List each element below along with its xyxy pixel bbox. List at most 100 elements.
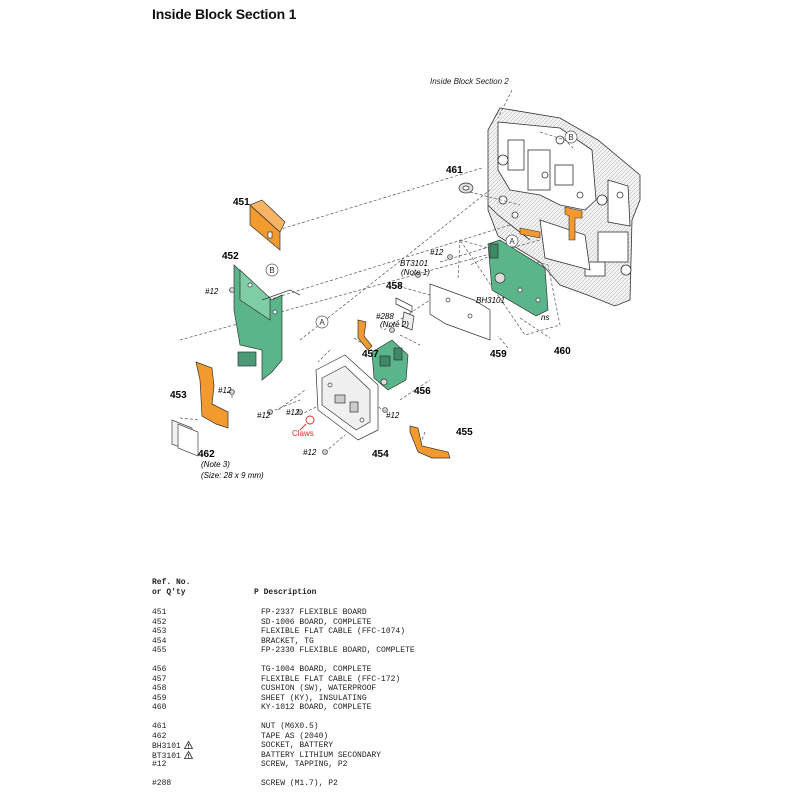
label-455: 455	[456, 427, 473, 438]
parts-row: 457 FLEXIBLE FLAT CABLE (FFC-172)	[152, 675, 552, 685]
marker-a-1	[315, 315, 329, 329]
label-451: 451	[233, 197, 250, 208]
label-456: 456	[414, 386, 431, 397]
label-460: 460	[554, 346, 571, 357]
ky-board-460	[487, 239, 549, 317]
screw288-label: #288	[376, 312, 394, 321]
screw12-label-e: #12	[386, 411, 400, 420]
screw12-label-c: #12	[257, 411, 271, 420]
part-desc: CUSHION (SW), WATERPROOF	[261, 684, 377, 693]
claws-marker	[299, 415, 315, 431]
claws-label: Claws	[292, 429, 314, 438]
part-desc: TAPE AS (2040)	[261, 731, 329, 741]
parts-row: BT3101 BATTERY LITHIUM SECONDARY	[152, 750, 552, 762]
part-ref: 461	[152, 722, 167, 731]
part-ref: 460	[152, 703, 167, 712]
page-title: Inside Block Section 1	[152, 6, 297, 22]
part-desc: SCREW, TAPPING, P2	[261, 760, 348, 769]
part-ref: BT3101	[152, 751, 181, 761]
part-ref: 462	[152, 731, 167, 741]
label-462: 462	[198, 449, 215, 460]
parts-header-ref-line1: Ref. No.	[152, 578, 191, 587]
screw12-label-g: #12	[430, 248, 444, 257]
part-ref: BH3101	[152, 742, 181, 751]
label-453: 453	[170, 390, 187, 401]
warning-icon	[183, 741, 193, 749]
nut-461	[458, 182, 474, 194]
part-desc: NUT (M6X0.5)	[261, 722, 319, 731]
parts-row: 461 NUT (M6X0.5)	[152, 722, 552, 732]
insulating-sheet-459	[429, 283, 491, 341]
flexible-board-451	[249, 199, 286, 251]
label-454: 454	[372, 449, 389, 460]
part-ref: 453	[152, 627, 167, 636]
flat-cable-457	[357, 319, 373, 351]
part-desc: SOCKET, BATTERY	[261, 741, 334, 750]
flat-cable-453	[195, 361, 229, 429]
part-ref: 459	[152, 693, 167, 703]
parts-header-desc: P Description	[254, 588, 317, 597]
part-ref: 454	[152, 636, 167, 646]
label-459: 459	[490, 349, 507, 360]
note3-label: (Note 3)	[201, 460, 230, 469]
size-label: (Size: 28 x 9 mm)	[201, 471, 264, 480]
part-desc: FLEXIBLE FLAT CABLE (FFC-1074)	[261, 627, 406, 636]
parts-row: 458 CUSHION (SW), WATERPROOF	[152, 684, 552, 694]
label-461: 461	[446, 165, 463, 176]
screws	[229, 254, 453, 455]
section2-label: Inside Block Section 2	[430, 77, 509, 86]
screw12-label-d: #12	[286, 408, 300, 417]
parts-row: 456 TG-1004 BOARD, COMPLETE	[152, 665, 552, 675]
marker-a-1-label: A	[319, 318, 325, 327]
part-ref-wrap: BH3101	[152, 741, 193, 752]
marker-b-1	[265, 263, 279, 277]
part-desc: KY-1012 BOARD, COMPLETE	[261, 703, 372, 712]
flexible-board-455	[409, 425, 451, 459]
parts-row: 459 SHEET (KY), INSULATING	[152, 694, 552, 704]
marker-b-1-label: B	[269, 266, 274, 275]
screw12-label-a: #12	[205, 287, 219, 296]
part-desc: TG-1004 BOARD, COMPLETE	[261, 665, 372, 674]
tg-board-456	[371, 339, 409, 391]
part-desc: SD-1006 BOARD, COMPLETE	[261, 617, 372, 627]
sd-board-452	[233, 264, 301, 381]
camera-body	[487, 107, 641, 307]
part-desc: SHEET (KY), INSULATING	[261, 693, 367, 703]
label-458: 458	[386, 281, 403, 292]
marker-b-2	[564, 130, 578, 144]
note2-label: (Note 2)	[380, 320, 409, 329]
bt3101-label: BT3101	[400, 259, 428, 268]
marker-a-2	[505, 234, 519, 248]
warning-icon	[183, 750, 193, 759]
screw12-label-f: #12	[303, 448, 317, 457]
body-orange-connector	[519, 206, 583, 241]
part-ref-wrap: BT3101	[152, 750, 193, 762]
bracket-454	[315, 354, 379, 441]
part-ref: 457	[152, 674, 167, 684]
bh3101-label: BH3101	[476, 296, 505, 305]
part-ref: 456	[152, 665, 167, 674]
screw12-label-b: #12	[218, 386, 232, 395]
parts-header-ref: Ref. No. or Q'ty	[152, 578, 232, 598]
part-desc: SCREW (M1.7), P2	[261, 779, 338, 788]
part-desc: FP-2330 FLEXIBLE BOARD, COMPLETE	[261, 646, 415, 655]
parts-row: 460 KY-1012 BOARD, COMPLETE	[152, 703, 552, 713]
tape-462	[171, 419, 199, 457]
ns-label: ns	[541, 313, 549, 322]
parts-row: 462 TAPE AS (2040)	[152, 732, 552, 742]
note1-label: (Note 1)	[401, 268, 430, 277]
label-452: 452	[222, 251, 239, 262]
part-ref: 458	[152, 684, 167, 693]
part-ref: 451	[152, 608, 167, 617]
marker-b-2-label: B	[568, 133, 573, 142]
part-ref: 452	[152, 617, 167, 627]
cushion-458	[395, 297, 415, 331]
label-457: 457	[362, 349, 379, 360]
part-desc: FLEXIBLE FLAT CABLE (FFC-172)	[261, 674, 401, 684]
parts-header-ref-line2: or Q'ty	[152, 588, 186, 597]
